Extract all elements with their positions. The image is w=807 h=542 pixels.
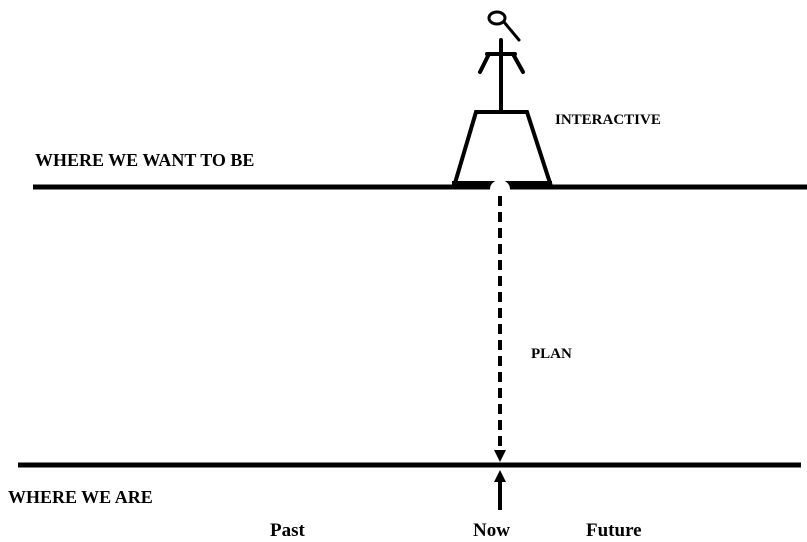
now-label: Now — [473, 520, 510, 541]
where-we-are-label: WHERE WE ARE — [8, 487, 153, 507]
plan-label: PLAN — [531, 346, 572, 362]
plan-arrow — [494, 196, 506, 462]
where-we-want-to-be-label: WHERE WE WANT TO BE — [35, 150, 254, 170]
future-label: Future — [586, 520, 642, 541]
interactive-label: INTERACTIVE — [555, 112, 661, 128]
past-label: Past — [270, 520, 306, 541]
figure-head — [487, 10, 507, 26]
pedestal — [452, 110, 553, 198]
now-arrow — [494, 470, 506, 510]
stick-figure — [478, 10, 525, 114]
